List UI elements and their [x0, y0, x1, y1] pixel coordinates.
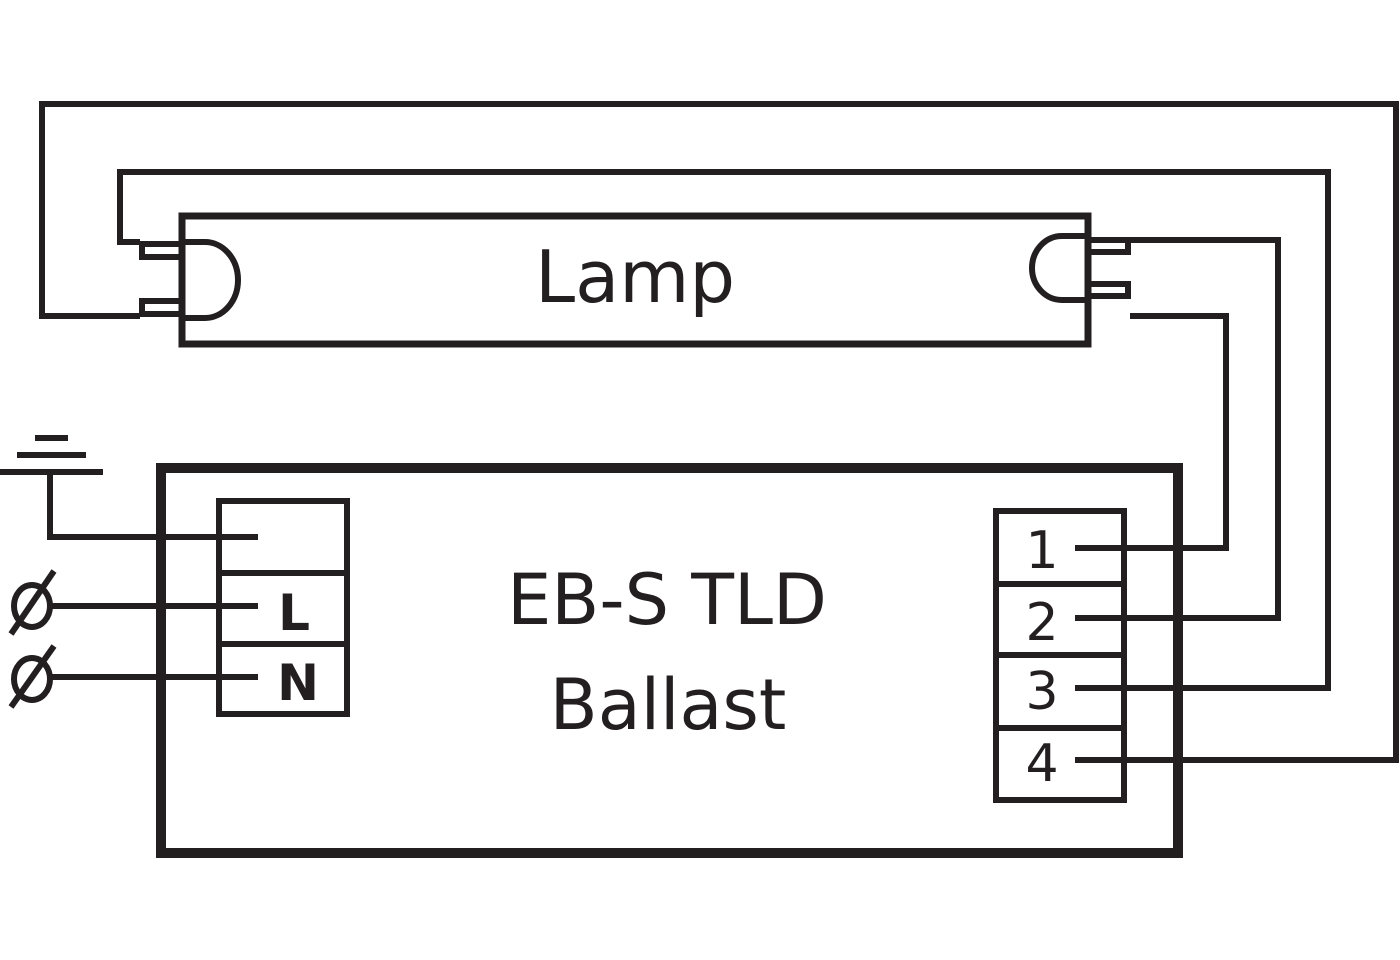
ballast-model: EB-S TLD: [507, 559, 827, 641]
lamp-left-cathode: [182, 239, 241, 321]
lamp-right-pin-top: [1085, 237, 1131, 255]
mains-terminal-block: L N: [216, 498, 350, 717]
lamp-label: Lamp: [535, 235, 735, 319]
lamp-terminal-block: 1 2 3 4: [993, 508, 1127, 803]
wire-terminal-1: [1075, 313, 1229, 551]
lamp-right-cathode: [1029, 233, 1088, 303]
terminal-l-label: L: [278, 584, 310, 642]
ballast-box: [156, 463, 1183, 858]
wire-ground: [47, 472, 258, 540]
terminal-2-label: 2: [1025, 593, 1058, 653]
ballast-label: Ballast: [550, 664, 787, 746]
lamp-left-pin-bottom: [139, 298, 185, 317]
terminal-n-label: N: [277, 654, 319, 712]
wire-terminal-3: [117, 169, 1331, 691]
lamp-right-pin-bottom: [1085, 281, 1131, 299]
wire-terminal-4: [39, 101, 1399, 763]
lamp-left-pin-top: [139, 241, 185, 260]
terminal-4-label: 4: [1025, 734, 1058, 794]
neutral-phase-icon: [8, 644, 57, 709]
lamp-tube: [178, 212, 1092, 348]
terminal-1-label: 1: [1025, 521, 1058, 581]
terminal-3-label: 3: [1025, 662, 1058, 722]
lamp: Lamp: [139, 212, 1131, 348]
phase-icon: [8, 569, 57, 636]
ground-icon: [0, 435, 103, 475]
